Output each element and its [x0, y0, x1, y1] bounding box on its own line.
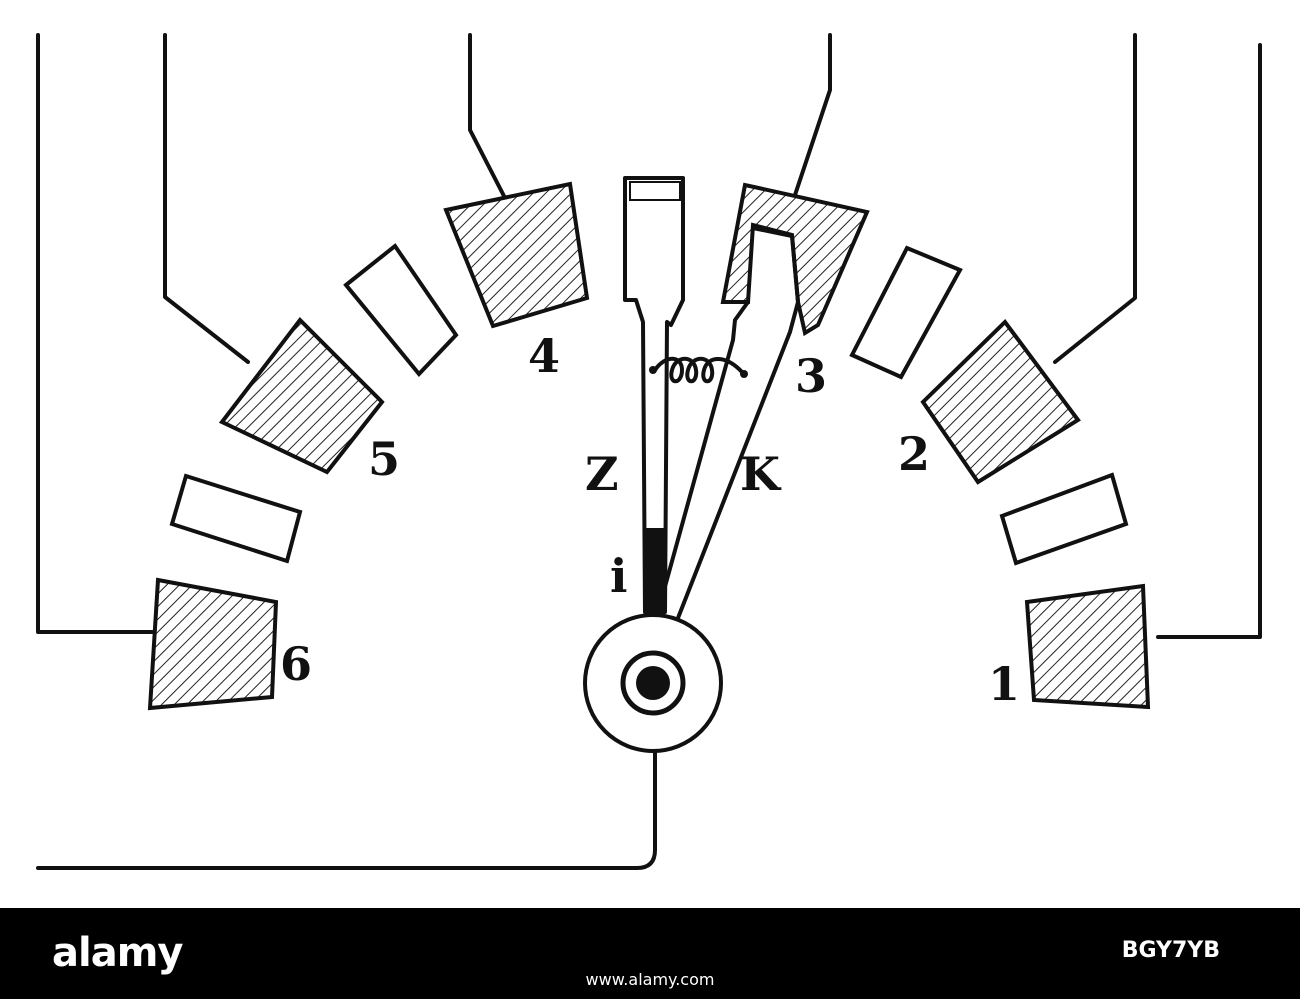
wire-contact-5: [163, 33, 250, 364]
label-lever-z: Z: [585, 447, 619, 501]
pivot-hub-center: [636, 666, 670, 700]
lever-arm-k: [656, 226, 800, 620]
label-contact-4: 4: [528, 329, 560, 383]
insulator-segment-d: [999, 472, 1129, 566]
wire-contact-6: [36, 33, 154, 634]
contact-segment-5: [218, 316, 385, 475]
contact-segment-1: [1024, 583, 1151, 710]
contact-segment-4: [443, 181, 590, 329]
watermark-logo: alamy: [52, 930, 183, 976]
insulator-segment-a: [169, 473, 303, 564]
wire-common: [36, 748, 657, 870]
wire-contact-1: [1156, 43, 1262, 639]
insulator-i: [645, 528, 665, 614]
contact-segment-2: [920, 318, 1081, 485]
contact-segment-6: [147, 577, 279, 711]
lever-arm-z-tip: [629, 181, 681, 201]
label-contact-5: 5: [368, 432, 400, 486]
wire-contact-2: [1053, 33, 1137, 364]
label-contact-2: 2: [898, 427, 930, 481]
switch-diagram: 1 2 3 4 5 6 Z K i: [36, 33, 1262, 870]
wire-contact-4: [468, 33, 507, 200]
spring: [653, 356, 744, 384]
watermark-image-id: BGY7YB: [1121, 938, 1220, 963]
watermark-bar: alamy BGY7YB www.alamy.com: [0, 908, 1300, 999]
spring-anchor-right: [740, 370, 748, 378]
insulator-segment-b: [343, 243, 459, 378]
wire-contact-3: [793, 33, 832, 197]
label-contact-1: 1: [988, 657, 1020, 711]
label-lever-k: K: [740, 447, 782, 501]
spring-anchor-left: [649, 366, 657, 374]
watermark-url: www.alamy.com: [585, 970, 715, 989]
label-contact-6: 6: [280, 637, 312, 691]
label-insulator-i: i: [610, 549, 627, 603]
label-contact-3: 3: [795, 349, 827, 403]
insulator-segment-c: [849, 245, 963, 380]
